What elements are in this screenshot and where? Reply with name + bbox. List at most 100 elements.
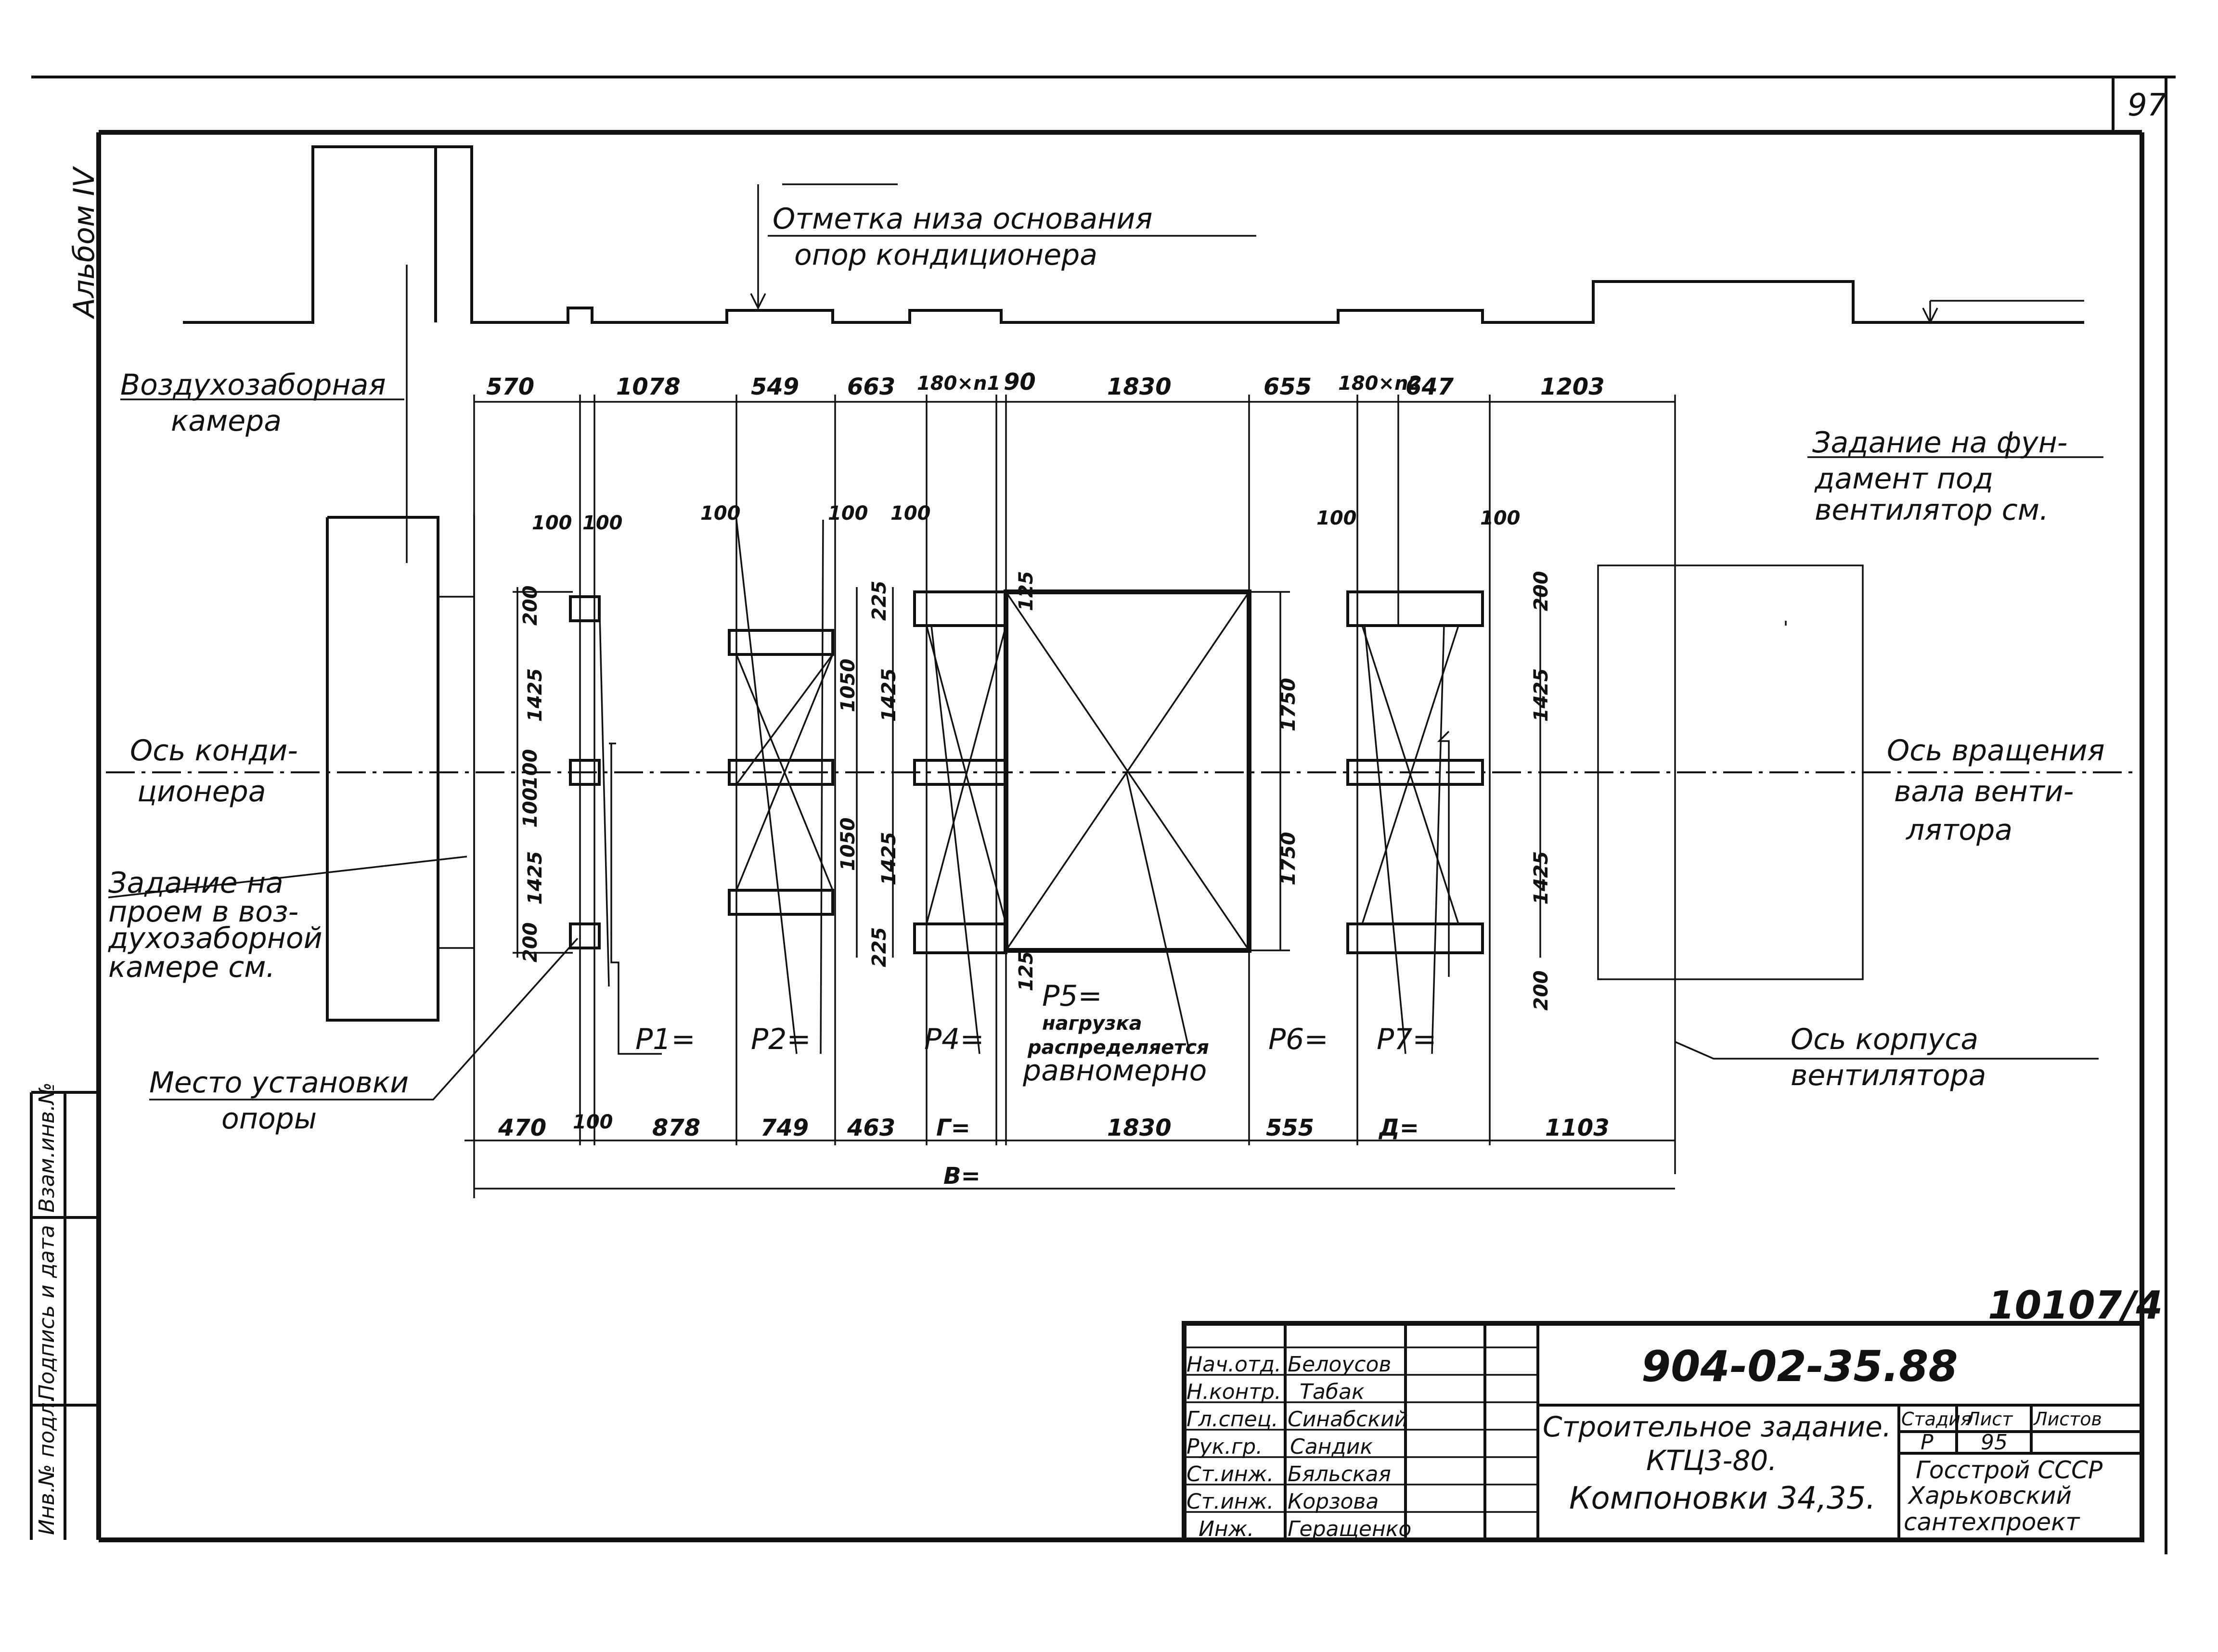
label-air-intake-1: Воздухозаборная [120,368,386,402]
label-fan-task-2: дамент под [1814,462,1993,496]
dim-small-100-top-g: 100 [1480,507,1521,529]
dim-small-1425-a: 1425 [524,668,546,722]
archive-number: 10107/4 [1988,1283,2163,1328]
dim-small-200-d: 200 [1530,971,1552,1011]
tb-role-5: Ст.инж. [1186,1489,1274,1514]
dim-top-655: 655 [1264,373,1312,400]
tb-org-3: сантехпроект [1904,1508,2080,1536]
title-block [1182,1321,2144,1542]
dim-small-1050-a: 1050 [837,659,859,712]
dim-small-100-top-c: 100 [700,502,741,525]
fan-foundation [1004,589,1290,1050]
dim-small-1425-d: 1425 [878,832,900,885]
support-group-1 [513,587,662,1055]
label-p4: Р4= [924,1023,984,1056]
fan-foundation-task-box [1597,564,1864,980]
bottom-dimension-chain [464,1140,1675,1198]
dim-small-1425-c: 1425 [878,668,900,722]
label-axis-rot-2: вала венти- [1894,775,2074,808]
dim-small-100-top-a: 100 [532,512,572,534]
dim-small-1425-b: 1425 [524,851,546,905]
tb-role-4: Ст.инж. [1186,1462,1274,1486]
dim-small-225-a: 225 [868,581,890,621]
dim-bottom-463: 463 [847,1114,895,1141]
tb-name-1: Табак [1300,1380,1365,1404]
tb-role-6: Инж. [1199,1517,1254,1541]
label-axis-cond-1: Ось конди- [130,734,298,768]
tb-stage-header: Стадия [1901,1409,1972,1430]
support-group-2 [728,519,858,1054]
tb-name-0: Белоусов [1288,1352,1391,1377]
dim-small-100-top-b: 100 [582,512,623,534]
dim-top-1830: 1830 [1107,373,1172,400]
dim-bottom-g: Г= [936,1114,970,1141]
dim-small-125-a: 125 [1015,571,1037,612]
dim-top-570: 570 [486,373,534,400]
dim-small-100-b: 100 [519,788,542,828]
label-support-1: Место установки [149,1066,409,1100]
dim-top-180n1: 180×n1 [917,372,1000,395]
dim-small-200-c: 200 [1530,571,1552,612]
dim-bottom-470: 470 [498,1114,546,1141]
label-axis-rot-1: Ось вращения [1887,734,2105,768]
tb-sheets-header: Листов [2033,1409,2102,1430]
dim-small-100-top-f: 100 [1316,507,1357,529]
support-group-4 [892,587,1007,1054]
dim-bottom-749: 749 [761,1114,809,1141]
tb-designation: 904-02-35.88 [1641,1342,1958,1391]
tb-name-3: Сандик [1290,1434,1373,1459]
label-fan-task-3: вентилятор см. [1815,493,2049,527]
dim-small-100-top-e: 100 [890,502,931,525]
dim-top-549: 549 [751,373,799,400]
dim-small-100-a: 100 [519,749,542,790]
label-opening-2: проем в воз- [108,895,298,929]
stamp-inv-replace: Взам.инв.№ [35,1082,59,1213]
dim-small-1750-b: 1750 [1277,832,1300,885]
elevation-line [183,145,2084,324]
label-fan-task-1: Задание на фун- [1812,426,2067,460]
tb-title-3: Компоновки 34,35. [1569,1481,1876,1516]
tb-org-2: Харьковский [1907,1482,2072,1510]
label-p5-2: нагрузка [1042,1012,1142,1035]
tb-name-5: Корзова [1288,1489,1379,1514]
tb-stage: Р [1921,1430,1934,1455]
dim-bottom-d: Д= [1378,1114,1419,1141]
dim-small-1050-b: 1050 [837,818,859,871]
tb-name-6: Геращенко [1288,1517,1411,1541]
stamp-inv-original: Инв.№ подл. [35,1396,59,1535]
label-p6: Р6= [1268,1023,1328,1056]
dim-bottom-1830: 1830 [1107,1114,1172,1141]
dim-small-100-top-d: 100 [828,502,868,525]
tb-name-4: Бяльская [1288,1462,1391,1486]
label-opening-4: камере см. [108,950,275,984]
tb-title-1: Строительное задание. [1543,1410,1891,1443]
support-group-6-7 [1346,587,1541,1054]
dim-top-180n2: 180×n2 [1338,372,1421,395]
label-opening-3: духозаборной [108,922,322,955]
label-bottom-mark-2: опор кондиционера [794,238,1097,272]
dim-top-1203: 1203 [1540,373,1605,400]
label-p5-1: Р5= [1042,979,1102,1013]
dim-bottom-1103: 1103 [1545,1114,1610,1141]
dim-small-225-b: 225 [868,927,890,968]
label-p7: Р7= [1377,1023,1437,1056]
dim-top-647: 647 [1406,373,1454,400]
label-p1: Р1= [635,1023,696,1056]
dim-small-1750-a: 1750 [1277,678,1300,731]
album-label: Альбом IV [67,166,101,320]
dim-small-1425-e: 1425 [1530,668,1552,722]
dim-top-90: 90 [1004,369,1036,396]
page-number: 97 [2128,88,2167,123]
dim-small-200-b: 200 [519,922,542,963]
dim-small-1425-f: 1425 [1530,851,1552,905]
label-p5-3: распределяется [1027,1037,1209,1059]
tb-org-1: Госстрой СССР [1916,1456,2103,1484]
label-bottom-mark-1: Отметка низа основания [773,202,1152,236]
dim-top-1078: 1078 [616,373,681,400]
tb-role-1: Н.контр. [1186,1380,1281,1404]
label-axis-cond-2: ционера [137,775,266,808]
side-stamp [30,1091,99,1540]
dim-small-125-b: 125 [1015,951,1037,992]
drawing-frame [31,76,2176,1554]
label-fan-body-2: вентилятора [1791,1059,1986,1092]
